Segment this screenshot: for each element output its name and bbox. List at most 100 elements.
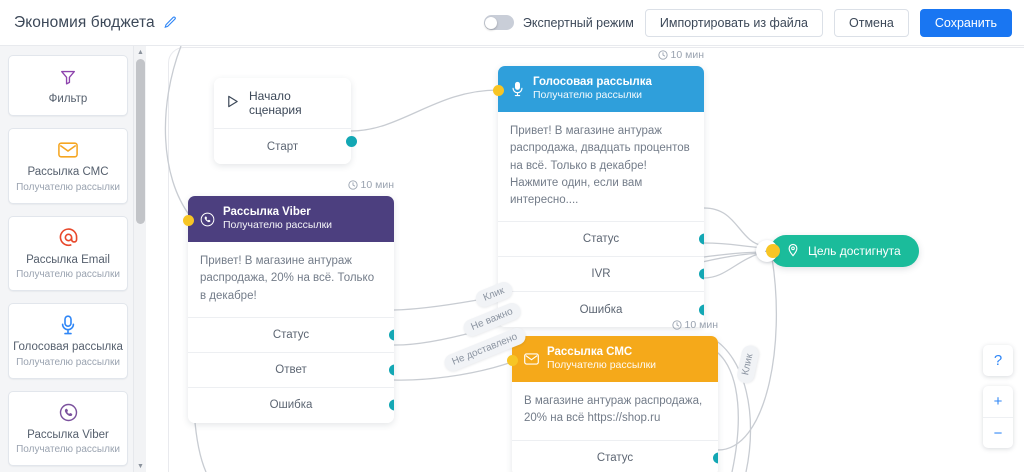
delay-badge-voice: 10 мин	[657, 49, 704, 61]
node-sms-header-text: Рассылка СМС Получателю рассылки	[547, 345, 656, 373]
toggle-switch[interactable]	[483, 15, 514, 30]
node-viber-row-status[interactable]: Статус	[188, 318, 394, 353]
delay-text: 10 мин	[360, 179, 394, 191]
blocks-sidebar[interactable]: Фильтр Рассылка СМС Получателю рассылки …	[0, 46, 146, 472]
node-goal-title: Цель достигнута	[808, 244, 901, 258]
node-subtitle: Получателю рассылки	[223, 219, 333, 232]
viber-icon	[13, 402, 123, 424]
node-voice-row-status[interactable]: Статус	[498, 222, 704, 258]
input-port-voice[interactable]	[492, 85, 504, 96]
node-voice-message: Привет! В магазине антураж распродажа, д…	[498, 112, 704, 223]
node-start-row-start[interactable]: Старт	[214, 129, 351, 164]
node-start-title: Начало сценария	[249, 89, 302, 117]
sidebar-item-title: Рассылка СМС	[27, 166, 109, 179]
output-port-start[interactable]	[345, 136, 357, 147]
node-viber-header: Рассылка Viber Получателю рассылки	[188, 196, 394, 243]
cancel-button[interactable]: Отмена	[834, 8, 909, 37]
node-viber-message: Привет! В магазине антураж распродажа, 2…	[188, 242, 394, 318]
input-port-dot[interactable]	[766, 244, 780, 258]
node-title: Рассылка Viber	[223, 206, 311, 218]
clock-icon	[657, 50, 668, 60]
input-port-goal[interactable]: 4	[756, 240, 780, 262]
sidebar-item-title: Рассылка Email	[26, 253, 110, 266]
envelope-icon	[523, 351, 539, 367]
node-start-inner: Начало сценария Старт	[214, 78, 351, 164]
node-row-label: Статус	[272, 328, 310, 341]
node-sms-row-status[interactable]: Статус	[512, 441, 718, 472]
delay-badge-viber: 10 мин	[347, 179, 394, 191]
canvas-controls: ? + −	[983, 345, 1013, 448]
delay-text: 10 мин	[670, 49, 704, 61]
sidebar-item-title: Рассылка Viber	[27, 428, 109, 441]
node-voice-broadcast[interactable]: 10 мин Голосовая рассылка Получателю рас…	[492, 49, 704, 328]
clock-icon	[347, 180, 358, 190]
node-sms-inner: Рассылка СМС Получателю рассылки В магаз…	[512, 336, 718, 472]
node-subtitle: Получателю рассылки	[533, 89, 643, 102]
input-port-sms[interactable]	[506, 355, 518, 366]
expert-mode-label: Экспертный режим	[522, 15, 634, 30]
node-voice-row-error[interactable]: Ошибка	[498, 292, 704, 327]
scroll-down-icon[interactable]: ▼	[137, 462, 144, 470]
node-sms-header: Рассылка СМС Получателю рассылки	[512, 336, 718, 383]
top-toolbar: Экономия бюджета Экспертный режим Импорт…	[0, 0, 1024, 46]
microphone-icon	[13, 314, 123, 336]
toolbar-actions: Экспертный режим Импортировать из файла …	[483, 8, 1012, 37]
sidebar-item-email[interactable]: Рассылка Email Получателю рассылки	[8, 215, 128, 292]
node-viber-row-error[interactable]: Ошибка	[188, 388, 394, 423]
sidebar-item-subtitle: Получателю рассылки	[16, 443, 120, 455]
sidebar-item-sms[interactable]: Рассылка СМС Получателю рассылки	[8, 128, 128, 204]
sidebar-item-voice[interactable]: Голосовая рассылка Получателю рассылки	[8, 303, 128, 379]
sidebar-scrollbar[interactable]: ▲ ▼	[133, 46, 146, 472]
node-sms-broadcast[interactable]: 10 мин Рассылка СМС Получателю рассылки …	[506, 319, 718, 472]
expert-mode-toggle[interactable]: Экспертный режим	[483, 15, 634, 30]
output-port-error[interactable]	[388, 399, 394, 411]
output-port-status[interactable]	[388, 329, 394, 341]
output-port-status[interactable]	[712, 452, 718, 464]
scrollbar-thumb[interactable]	[136, 59, 145, 224]
sidebar-item-subtitle: Получателю рассылки	[16, 269, 120, 281]
node-title: Голосовая рассылка	[533, 76, 652, 88]
node-start[interactable]: Начало сценария Старт	[214, 78, 357, 164]
scroll-up-icon[interactable]: ▲	[137, 48, 144, 56]
save-button[interactable]: Сохранить	[919, 8, 1012, 37]
output-port-error[interactable]	[698, 304, 704, 316]
sidebar-item-title: Голосовая рассылка	[13, 341, 123, 354]
flow-canvas[interactable]: Начало сценария Старт 10 мин	[146, 46, 1024, 472]
input-port-viber[interactable]	[182, 215, 194, 226]
sidebar-item-subtitle: Получателю рассылки	[16, 356, 120, 368]
sidebar-item-viber[interactable]: Рассылка Viber Получателю рассылки	[8, 390, 128, 466]
output-port-ivr[interactable]	[698, 268, 704, 280]
help-icon[interactable]: ?	[993, 352, 1003, 369]
page-title: Экономия бюджета	[14, 13, 155, 31]
delay-text: 10 мин	[684, 319, 718, 331]
node-row-label: Ошибка	[579, 303, 623, 316]
node-row-label: Старт	[266, 140, 299, 153]
node-voice-inner: Голосовая рассылка Получателю рассылки П…	[498, 66, 704, 328]
node-row-label: Статус	[596, 452, 634, 465]
at-icon	[13, 227, 123, 249]
location-pin-icon	[786, 243, 800, 260]
node-row-label: Ошибка	[269, 399, 313, 412]
pencil-icon[interactable]	[163, 15, 177, 30]
node-goal-reached[interactable]: 4 Цель достигнута	[756, 235, 919, 267]
import-from-file-button[interactable]: Импортировать из файла	[644, 8, 824, 37]
sidebar-card-list: Фильтр Рассылка СМС Получателю рассылки …	[0, 46, 134, 472]
sidebar-item-filter[interactable]: Фильтр	[8, 55, 128, 117]
clock-icon	[671, 320, 682, 330]
zoom-in-button[interactable]: +	[993, 393, 1003, 410]
node-viber-broadcast[interactable]: 10 мин Рассылка Viber Получателю рассылк…	[182, 179, 394, 423]
node-subtitle: Получателю рассылки	[547, 359, 657, 372]
zoom-out-button[interactable]: −	[983, 417, 1013, 448]
delay-badge-sms: 10 мин	[671, 319, 718, 331]
zoom-control: + −	[983, 386, 1013, 448]
node-row-label: Ответ	[275, 363, 307, 376]
help-control[interactable]: ?	[983, 345, 1013, 376]
node-viber-row-answer[interactable]: Ответ	[188, 353, 394, 388]
node-voice-header: Голосовая рассылка Получателю рассылки	[498, 66, 704, 113]
viber-icon	[199, 211, 215, 227]
output-port-status[interactable]	[698, 233, 704, 245]
output-port-answer[interactable]	[388, 364, 394, 376]
microphone-icon	[509, 81, 525, 97]
node-voice-row-ivr[interactable]: IVR	[498, 257, 704, 293]
